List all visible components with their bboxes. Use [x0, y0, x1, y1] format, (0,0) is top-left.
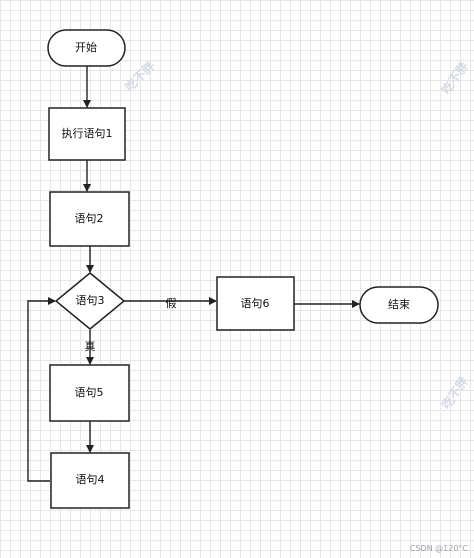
- node-cond3[interactable]: 语句3: [54, 272, 126, 330]
- watermark-text-3: 吃不胖: [438, 374, 471, 412]
- node-exec1-label: 执行语句1: [62, 126, 113, 140]
- node-stmt4-label: 语句4: [76, 473, 105, 486]
- node-stmt2-label: 语句2: [75, 212, 104, 225]
- node-stmt4[interactable]: 语句4: [50, 452, 130, 509]
- watermark-text-1: 吃不胖: [122, 58, 158, 94]
- edge-label-true: 真: [85, 339, 96, 353]
- edge-label-false: 假: [166, 296, 177, 310]
- stmt4-process-shape: [50, 452, 130, 509]
- connectors: [27, 66, 360, 482]
- node-start[interactable]: 开始: [47, 29, 126, 67]
- exec1-process-shape: [48, 107, 126, 161]
- node-stmt6[interactable]: 语句6: [216, 276, 295, 331]
- node-stmt2[interactable]: 语句2: [49, 191, 130, 247]
- node-stmt5-label: 语句5: [75, 386, 104, 399]
- cond3-decision-shape: [54, 272, 126, 330]
- node-end[interactable]: 结束: [359, 286, 439, 324]
- watermark-group: 吃不胖 吃不胖 吃不胖: [122, 58, 472, 412]
- stmt2-process-shape: [49, 191, 130, 247]
- end-terminator-shape: [359, 286, 439, 324]
- node-end-label: 结束: [388, 298, 410, 311]
- node-cond3-label: 语句3: [76, 294, 105, 307]
- stmt6-process-shape: [216, 276, 295, 331]
- stmt5-process-shape: [49, 364, 130, 422]
- start-terminator-shape: [47, 29, 126, 67]
- node-exec1[interactable]: 执行语句1: [48, 107, 126, 161]
- edge-stmt4-loop-to-cond3: [27, 297, 56, 482]
- watermark-text-2: 吃不胖: [438, 59, 471, 97]
- node-start-label: 开始: [75, 40, 97, 54]
- node-stmt5[interactable]: 语句5: [49, 364, 130, 422]
- credit-text: CSDN @120°C: [410, 544, 469, 553]
- node-stmt6-label: 语句6: [241, 297, 270, 310]
